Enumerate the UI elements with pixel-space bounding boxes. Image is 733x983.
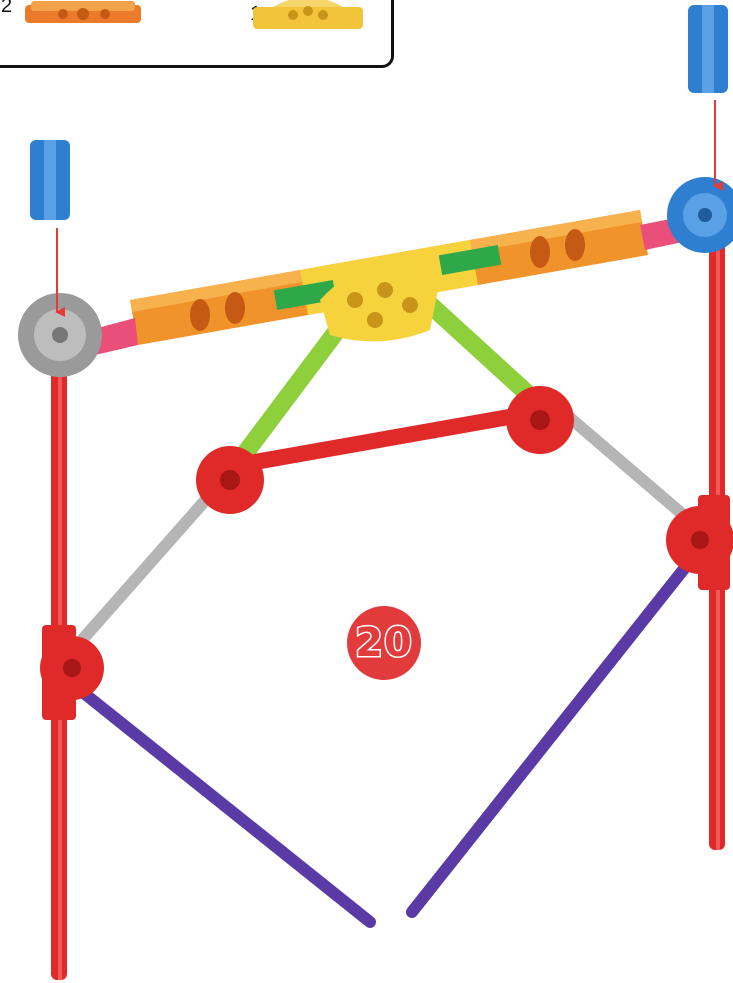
left-purple-rod — [80, 690, 370, 922]
right-purple-rod — [412, 555, 695, 912]
grey-connector — [18, 293, 102, 377]
step-number: 20 — [355, 620, 413, 666]
left-grey-rod — [82, 495, 210, 640]
right-grey-rod — [555, 405, 695, 525]
right-green-rod — [425, 300, 540, 405]
red-connector-upper-left — [196, 446, 264, 514]
step-number-badge: 20 — [347, 606, 421, 680]
blue-clip-right — [688, 5, 728, 93]
blue-clip-left — [30, 140, 70, 220]
red-connector-upper-right — [506, 386, 574, 454]
left-green-rod — [240, 320, 345, 460]
red-brace-rod — [255, 415, 520, 462]
